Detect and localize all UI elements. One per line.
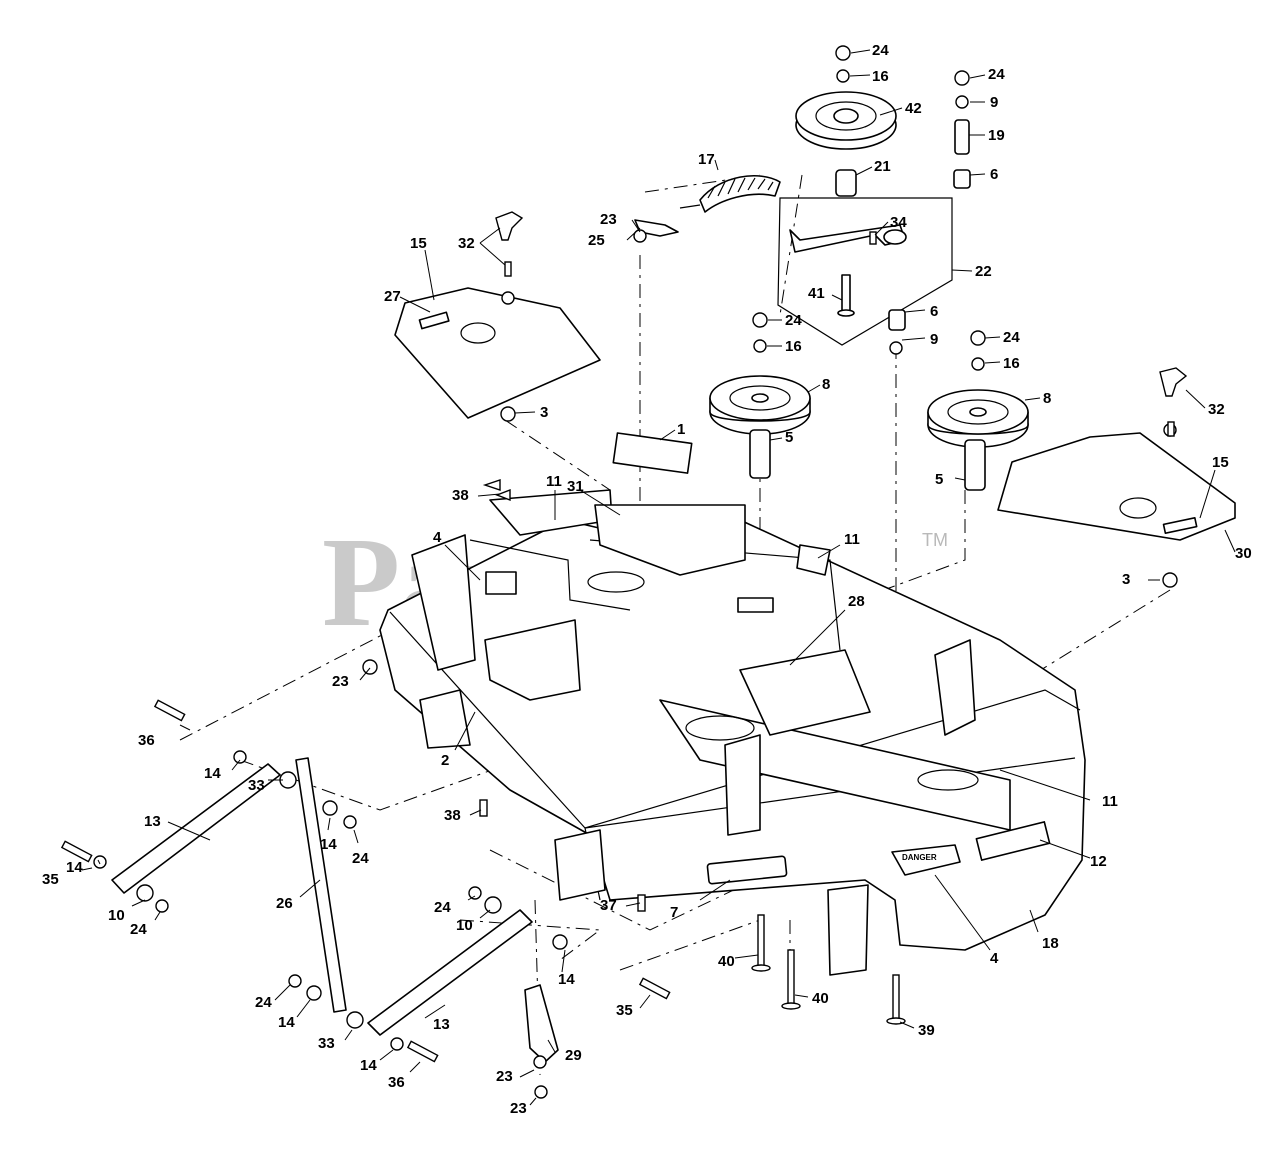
callout-34: 34 [890, 214, 907, 231]
callout-28: 28 [848, 593, 865, 610]
callout-24: 24 [988, 66, 1005, 83]
callout-42: 42 [905, 100, 922, 117]
callout-17: 17 [698, 151, 715, 168]
callout-23: 23 [496, 1068, 513, 1085]
callout-38: 38 [444, 807, 461, 824]
callout-16: 16 [1003, 355, 1020, 372]
right-deck-pulley [927, 389, 1029, 448]
callout-40: 40 [812, 990, 829, 1007]
callout-14: 14 [66, 859, 83, 876]
callout-30: 30 [1235, 545, 1252, 562]
callout-5: 5 [935, 471, 943, 488]
callout-24: 24 [130, 921, 147, 938]
callout-4: 4 [433, 529, 442, 546]
callout-32: 32 [458, 235, 475, 252]
callout-24: 24 [785, 312, 802, 329]
callout-23: 23 [510, 1100, 527, 1117]
callout-14: 14 [360, 1057, 377, 1074]
callout-3: 3 [540, 404, 548, 421]
callout-33: 33 [318, 1035, 335, 1052]
callout-6: 6 [930, 303, 938, 320]
callout-labels: 24 16 42 21 17 24 9 19 6 34 22 6 9 41 23… [42, 42, 1252, 1117]
callout-29: 29 [565, 1047, 582, 1064]
callout-14: 14 [320, 836, 337, 853]
callout-26: 26 [276, 895, 293, 912]
idler-pulley [795, 91, 897, 150]
tension-spring [679, 175, 781, 213]
callout-22: 22 [975, 263, 992, 280]
callout-19: 19 [988, 127, 1005, 144]
callout-13: 13 [144, 813, 161, 830]
callout-13: 13 [433, 1016, 450, 1033]
callout-23: 23 [332, 673, 349, 690]
callout-27: 27 [384, 288, 401, 305]
callout-24: 24 [352, 850, 369, 867]
callout-7: 7 [670, 904, 678, 921]
callout-35: 35 [616, 1002, 633, 1019]
hardware-fasteners [60, 45, 1188, 1099]
callout-1: 1 [677, 421, 685, 438]
callout-12: 12 [1090, 853, 1107, 870]
callout-14: 14 [278, 1014, 295, 1031]
callout-9: 9 [990, 94, 998, 111]
callout-39: 39 [918, 1022, 935, 1039]
callout-11: 11 [1102, 793, 1118, 810]
callout-11: 11 [546, 473, 562, 490]
callout-10: 10 [456, 917, 473, 934]
callout-3: 3 [1122, 571, 1130, 588]
callout-33: 33 [248, 777, 265, 794]
callout-5: 5 [785, 429, 793, 446]
idler-arm-assembly [777, 197, 953, 346]
callout-37: 37 [600, 897, 617, 914]
callout-10: 10 [108, 907, 125, 924]
callout-32: 32 [1208, 401, 1225, 418]
callout-16: 16 [785, 338, 802, 355]
danger-decal-text: DANGER [902, 853, 937, 862]
hanger-bracket [524, 984, 559, 1063]
callout-25: 25 [588, 232, 605, 249]
mower-deck-housing: DANGER [379, 432, 1086, 976]
callout-24: 24 [872, 42, 889, 59]
callout-24: 24 [1003, 329, 1020, 346]
callout-2: 2 [441, 752, 449, 769]
callout-6: 6 [990, 166, 998, 183]
callout-36: 36 [388, 1074, 405, 1091]
watermark-trademark: TM [922, 530, 948, 550]
callout-4: 4 [990, 950, 999, 967]
callout-15: 15 [1212, 454, 1229, 471]
callout-14: 14 [204, 765, 221, 782]
callout-leaders [81, 49, 1236, 1106]
callout-16: 16 [872, 68, 889, 85]
spindle-spacers [749, 119, 986, 491]
callout-11: 11 [844, 531, 860, 548]
callout-40: 40 [718, 953, 735, 970]
callout-36: 36 [138, 732, 155, 749]
callout-41: 41 [808, 285, 825, 302]
callout-18: 18 [1042, 935, 1059, 952]
callout-35: 35 [42, 871, 59, 888]
callout-8: 8 [822, 376, 830, 393]
callout-8: 8 [1043, 390, 1051, 407]
right-belt-shield [997, 432, 1236, 541]
lift-links [111, 757, 533, 1036]
callout-24: 24 [255, 994, 272, 1011]
callout-21: 21 [874, 158, 891, 175]
callout-38: 38 [452, 487, 469, 504]
callout-23: 23 [600, 211, 617, 228]
callout-9: 9 [930, 331, 938, 348]
callout-24: 24 [434, 899, 451, 916]
callout-31: 31 [567, 478, 584, 495]
left-deck-pulley [709, 375, 811, 435]
left-belt-shield [394, 287, 601, 419]
callout-14: 14 [558, 971, 575, 988]
callout-15: 15 [410, 235, 427, 252]
